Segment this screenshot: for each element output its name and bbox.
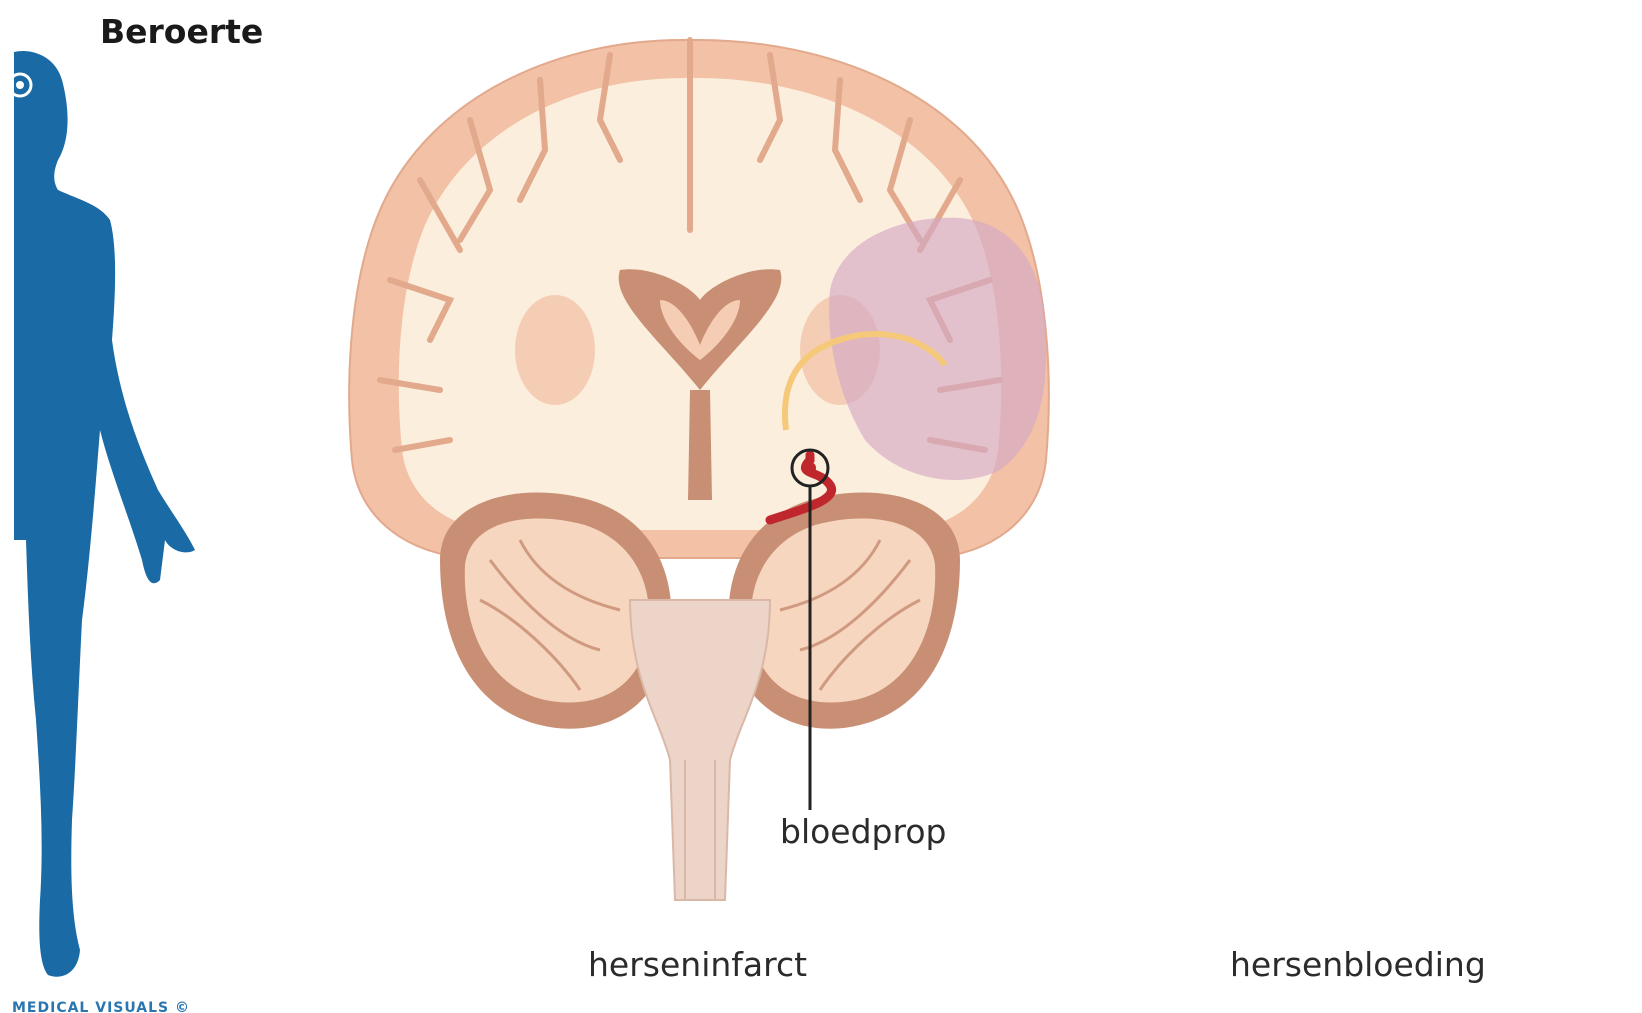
infarct-caption: herseninfarct — [588, 945, 807, 984]
credit-text: MEDICAL VISUALS © — [12, 1000, 190, 1013]
brain-infarct — [349, 40, 1049, 900]
human-silhouette — [9, 51, 195, 977]
clot-label: bloedprop — [780, 812, 946, 851]
diagram-title: Beroerte — [100, 12, 263, 51]
hemorrhage-caption: hersenbloeding — [1230, 945, 1486, 984]
